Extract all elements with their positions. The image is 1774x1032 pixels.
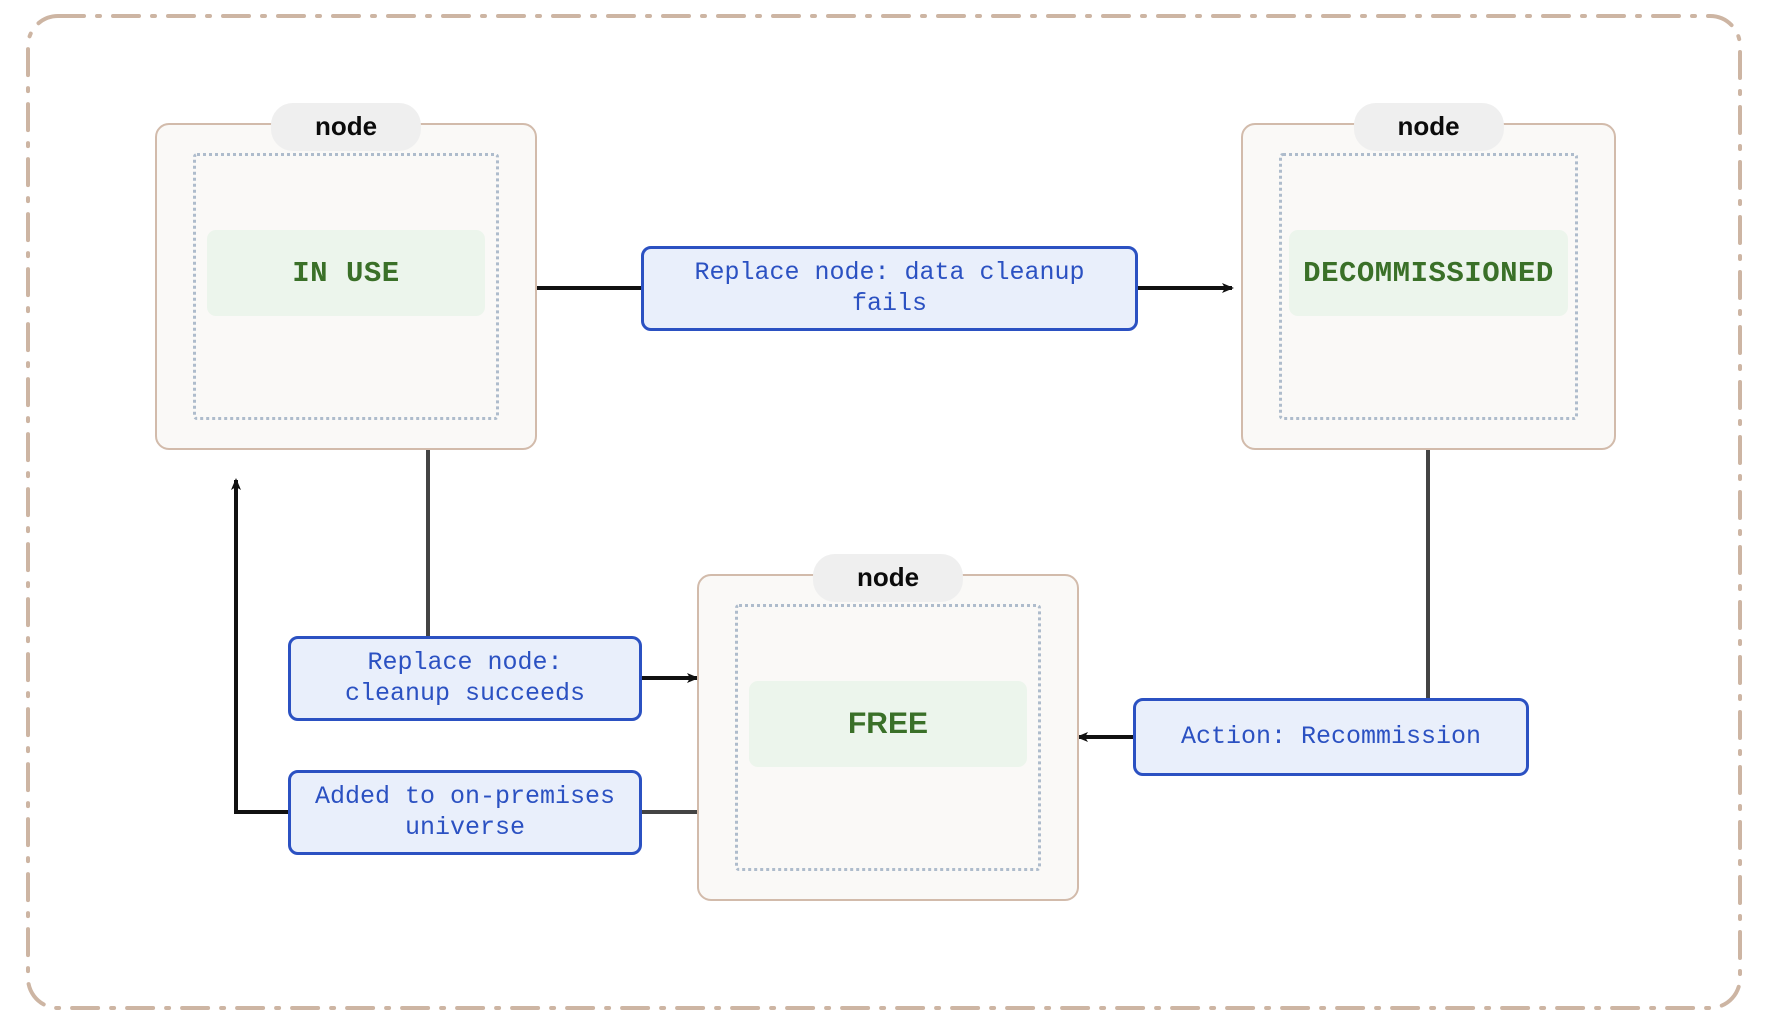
cluster-node-free: node FREE — [697, 554, 1079, 901]
edge-label-replace-node-cleanup-fails[interactable]: Replace node: data cleanup fails — [641, 246, 1138, 331]
state-in-use[interactable]: IN USE — [207, 230, 485, 316]
cluster-node-in-use: node IN USE — [155, 103, 537, 450]
cluster-inner-border-in-use — [193, 153, 499, 420]
cluster-inner-border-decommissioned — [1279, 153, 1578, 420]
edge-label-replace-node-cleanup-succeeds[interactable]: Replace node: cleanup succeeds — [288, 636, 642, 721]
edge-t3-to-in-use — [231, 478, 291, 814]
cluster-node-decommissioned: node DECOMMISSIONED — [1241, 103, 1616, 450]
cluster-inner-border-free — [735, 604, 1041, 871]
cluster-title-in-use: node — [270, 103, 422, 151]
edge-label-action-recommission[interactable]: Action: Recommission — [1133, 698, 1529, 776]
state-free[interactable]: FREE — [749, 681, 1027, 767]
edge-label-added-to-on-premises-universe[interactable]: Added to on-premises universe — [288, 770, 642, 855]
cluster-title-free: node — [812, 554, 964, 602]
cluster-title-decommissioned: node — [1353, 103, 1504, 151]
state-decommissioned[interactable]: DECOMMISSIONED — [1289, 230, 1568, 316]
